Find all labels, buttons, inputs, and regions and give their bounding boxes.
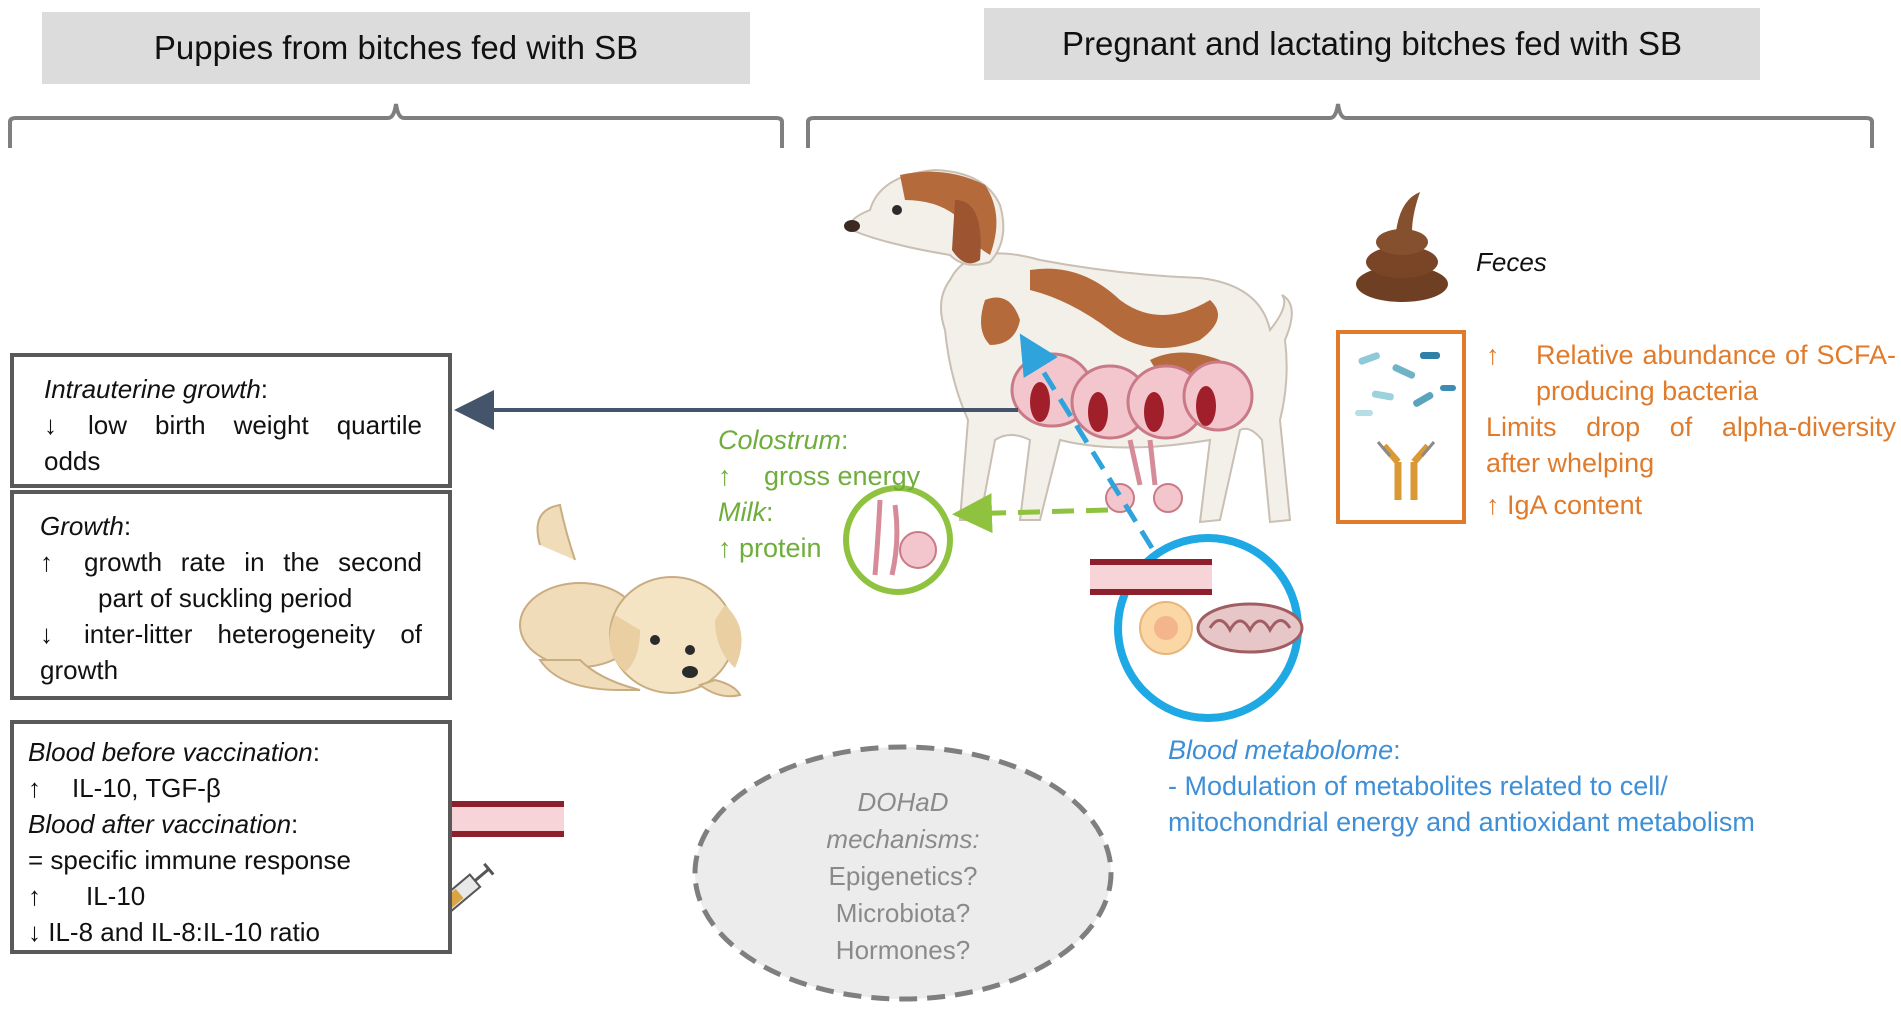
feces-item3: IgA content — [1507, 490, 1643, 520]
up-arrow-icon: ↑ — [718, 533, 732, 563]
dohad-line3: Epigenetics? — [828, 861, 978, 891]
dohad-line4: Microbiota? — [835, 898, 971, 928]
up-arrow-icon: ↑ — [1486, 490, 1500, 520]
dohad-line5: Hormones? — [835, 935, 971, 965]
milk-value: protein — [739, 533, 822, 563]
feces-item2-a: Limits drop of alpha-diversity — [1486, 412, 1896, 442]
up-arrow-icon: ↑ — [718, 461, 732, 491]
intrauterine-box: Intrauterine growth: ↓low birth weight q… — [10, 353, 452, 488]
intrauterine-line1: low birth weight quartile — [88, 410, 422, 440]
bacteria-icon — [1355, 352, 1456, 416]
metabolome-line1: - Modulation of metabolites related to c… — [1168, 771, 1668, 801]
feces-icon — [1356, 192, 1448, 302]
down-arrow-icon: ↓ — [28, 917, 41, 947]
blood-before-value: IL-10, TGF-β — [72, 773, 221, 803]
right-brace — [806, 103, 1874, 148]
feces-label: Feces — [1476, 247, 1547, 277]
growth-item1-b: part of suckling period — [98, 583, 353, 613]
feces-box — [1336, 330, 1466, 524]
feces-item2-b: after whelping — [1486, 448, 1655, 478]
growth-item2-a: inter-litter heterogeneity of — [84, 619, 422, 649]
metabolome-line2: mitochondrial energy and antioxidant met… — [1168, 807, 1755, 837]
feces-item1-a: Relative abundance of SCFA- — [1536, 340, 1896, 370]
blood-vessel-right — [1090, 562, 1212, 592]
up-arrow-icon: ↑ — [40, 547, 53, 577]
right-header: Pregnant and lactating bitches fed with … — [984, 8, 1760, 80]
left-header-text: Puppies from bitches fed with SB — [153, 29, 639, 66]
dohad-line1: DOHaD — [857, 787, 949, 817]
metabolome-arrow — [1019, 333, 1155, 550]
blood-box: Blood before vaccination: ↑IL-10, TGF-β … — [10, 720, 452, 954]
down-arrow-icon: ↓ — [40, 619, 53, 649]
up-arrow-icon: ↑ — [28, 881, 41, 911]
milk-arrow — [952, 493, 1109, 534]
blood-after-value: IL-10 — [86, 881, 146, 911]
colostrum-title: Colostrum — [718, 425, 842, 455]
dohad-text: DOHaD mechanisms: Epigenetics? Microbiot… — [760, 784, 1046, 969]
up-arrow-icon: ↑ — [1486, 340, 1500, 370]
colostrum-text: Colostrum: ↑gross energy Milk: ↑ protein — [718, 425, 921, 563]
antibody-icon — [1376, 441, 1436, 500]
dohad-line2: mechanisms: — [826, 824, 980, 854]
puppy-illustration — [519, 503, 742, 698]
intrauterine-title: Intrauterine growth — [44, 374, 261, 404]
milk-title: Milk — [718, 497, 766, 527]
blood-before-title: Blood before vaccination — [28, 737, 313, 767]
colostrum-value: gross energy — [764, 461, 921, 491]
blood-after-line1: = specific immune response — [28, 845, 351, 875]
down-arrow-icon: ↓ — [44, 410, 57, 440]
blood-after-line3: IL-8 and IL-8:IL-10 ratio — [48, 917, 320, 947]
metabolome-text: Blood metabolome: - Modulation of metabo… — [1168, 732, 1888, 840]
feces-findings: ↑ Relative abundance of SCFA- producing b… — [1486, 337, 1896, 523]
metabolome-title: Blood metabolome — [1168, 735, 1394, 765]
left-header: Puppies from bitches fed with SB — [42, 12, 750, 84]
dohad-ellipse — [692, 744, 1114, 1002]
growth-item1-a: growth rate in the second — [84, 547, 422, 577]
blood-after-title: Blood after vaccination — [28, 809, 292, 839]
intrauterine-line2: odds — [44, 446, 101, 476]
feces-item1-b: producing bacteria — [1536, 376, 1759, 406]
up-arrow-icon: ↑ — [28, 773, 41, 803]
growth-item2-b: growth — [40, 655, 119, 685]
right-header-text: Pregnant and lactating bitches fed with … — [1061, 25, 1683, 62]
left-brace — [8, 103, 784, 148]
growth-box: Growth: ↑growth rate in the second part … — [10, 490, 452, 700]
growth-title: Growth — [40, 511, 124, 541]
